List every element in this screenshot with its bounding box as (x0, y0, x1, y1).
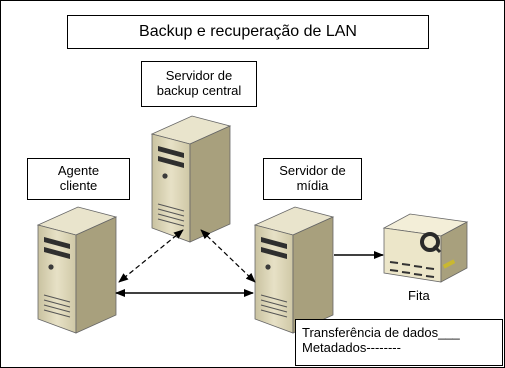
legend-box: Transferência de dados___ Metadados-----… (295, 319, 503, 366)
legend-metadata: Metadados-------- (302, 340, 401, 355)
central-server-label: Servidor de backup central (141, 61, 257, 107)
metadata-link-central-client (118, 229, 184, 283)
diagram-title: Backup e recuperação de LAN (67, 15, 429, 49)
media-server-icon (254, 206, 334, 334)
tape-label: Fita (408, 288, 430, 303)
legend-data-transfer: Transferência de dados___ (302, 325, 460, 340)
client-agent-server-icon (37, 206, 117, 334)
media-server-label-line2: mídia (296, 178, 329, 193)
diagram-title-text: Backup e recuperação de LAN (139, 23, 357, 40)
media-server-label-line1: Servidor de (279, 163, 346, 178)
central-server-label-line1: Servidor de (165, 68, 233, 83)
central-server-label-line2: backup central (156, 83, 242, 98)
media-server-label: Servidor de mídia (263, 158, 362, 200)
client-agent-label-line1: Agente (57, 163, 100, 178)
client-agent-label: Agente cliente (27, 158, 130, 200)
tape-drive-icon (382, 213, 469, 283)
client-agent-label-line2: cliente (59, 178, 98, 193)
metadata-link-central-media (200, 229, 256, 283)
central-backup-server-icon (151, 115, 231, 243)
